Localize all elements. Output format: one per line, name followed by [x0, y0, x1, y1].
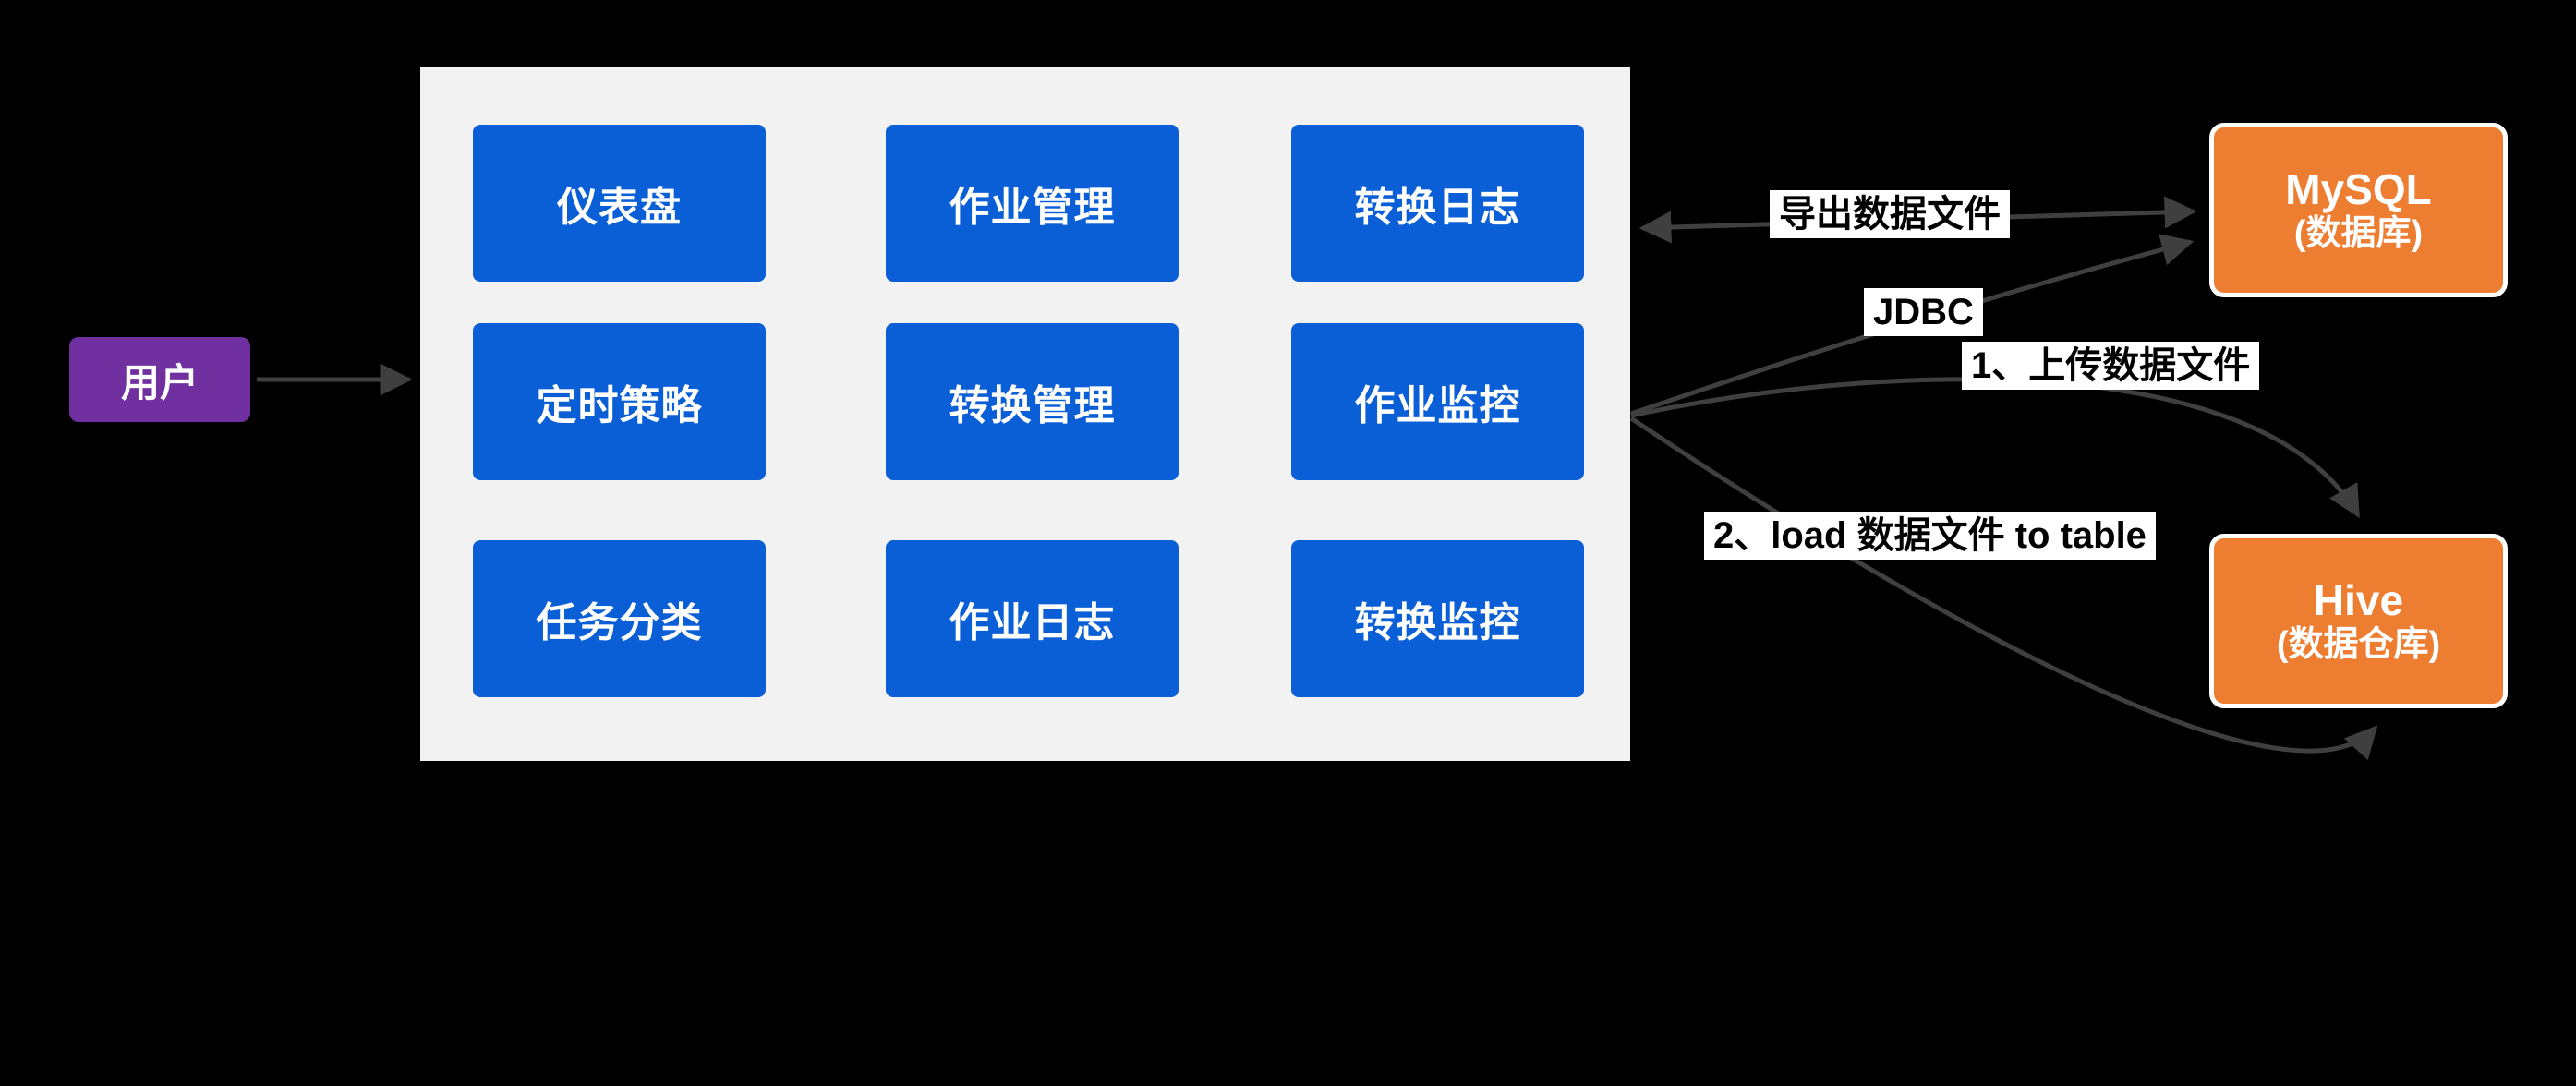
jdbc-label: JDBC	[1864, 288, 1983, 336]
job-log-button: 作业日志	[886, 540, 1179, 697]
transform-monitor-button: 转换监控	[1291, 540, 1584, 697]
schedule-policy-button: 定时策略	[473, 323, 766, 480]
dashboard-button: 仪表盘	[473, 125, 766, 282]
transform-management-button: 转换管理	[886, 323, 1179, 480]
job-management-button: 作业管理	[886, 125, 1179, 282]
etl-tool-panel: 仪表盘 作业管理 转换日志 定时策略 转换管理 作业监控 任务分类 作业日志 转…	[420, 67, 1630, 761]
task-category-button: 任务分类	[473, 540, 766, 697]
job-monitor-button: 作业监控	[1291, 323, 1584, 480]
hive-node-subtitle: (数据仓库)	[2276, 625, 2441, 665]
mysql-node-subtitle: (数据库)	[2293, 214, 2424, 254]
transform-log-button: 转换日志	[1291, 125, 1584, 282]
export-data-label: 导出数据文件	[1770, 190, 2010, 238]
hive-node-title: Hive	[2313, 576, 2404, 625]
mysql-node: MySQL (数据库)	[2209, 123, 2508, 297]
load-data-label: 2、load 数据文件 to table	[1704, 512, 2156, 560]
load-edge	[1629, 416, 2378, 761]
upload-data-label: 1、上传数据文件	[1962, 342, 2260, 390]
mysql-node-title: MySQL	[2285, 165, 2432, 214]
user-node: 用户	[69, 337, 250, 422]
upload-edge	[1630, 377, 2361, 519]
hive-node: Hive (数据仓库)	[2209, 534, 2508, 708]
